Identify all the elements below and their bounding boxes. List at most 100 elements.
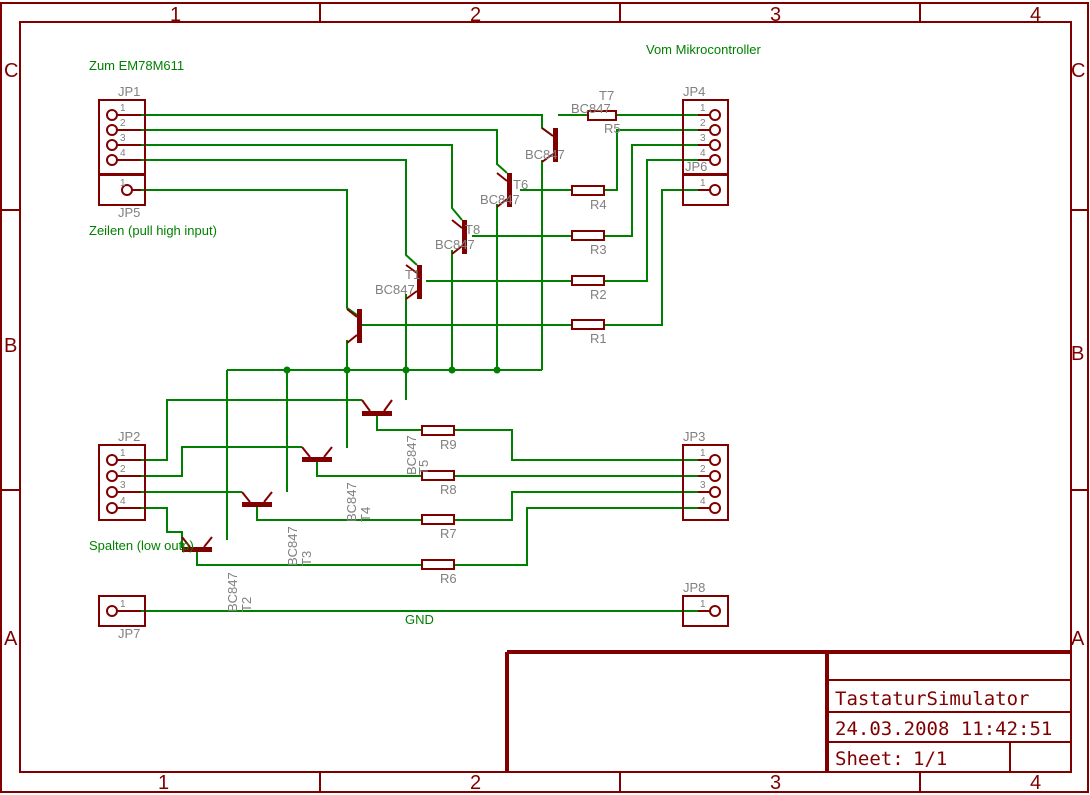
transistor-t4-value: BC847	[344, 482, 359, 522]
jp2-pin-3: 3	[120, 480, 126, 491]
connector-jp2-name: JP2	[118, 429, 140, 444]
connector-jp5	[98, 174, 146, 206]
connector-jp1-name: JP1	[118, 84, 140, 99]
transistor-t5-labels: BC847 T5	[404, 435, 431, 475]
zone-col-3-bottom: 3	[770, 772, 781, 794]
jp1-pin-4: 4	[120, 148, 126, 159]
zone-col-1-bottom: 1	[158, 772, 169, 794]
transistor-t1-symbol	[405, 264, 422, 300]
transistor-t8-name: T8	[465, 222, 480, 237]
zone-col-1-top: 1	[170, 4, 181, 26]
transistor-t3-symbol	[241, 491, 273, 507]
zone-row-b-right: B	[1071, 343, 1084, 365]
jp8-pin-1: 1	[700, 599, 706, 610]
zone-row-a-left: A	[4, 628, 18, 650]
jp5-pin-1: 1	[120, 178, 126, 189]
transistor-t5-symbol	[361, 399, 393, 416]
note-to-chip: Zum EM78M611	[89, 58, 184, 73]
connector-jp7	[98, 595, 146, 627]
transistor-t3-value: BC847	[285, 526, 300, 566]
transistor-t7-symbol	[541, 127, 558, 163]
transistor-t2-value: BC847	[225, 572, 240, 612]
resistor-r4-label: R4	[590, 197, 607, 212]
jp2-pin-4: 4	[120, 496, 126, 507]
zone-col-2-bottom: 2	[470, 772, 481, 794]
jp1-pin-2: 2	[120, 118, 126, 129]
jp7-pin-1: 1	[120, 599, 126, 610]
jp3-pin-3: 3	[700, 480, 706, 491]
transistor-t2-name: T2	[239, 597, 254, 612]
jp3-pin-2: 2	[700, 464, 706, 475]
connector-jp8-name: JP8	[683, 580, 705, 595]
transistor-t2-symbol	[181, 536, 213, 552]
transistor-t4-labels: BC847 T4	[344, 482, 373, 522]
transistor-t7-value: BC847	[571, 101, 611, 116]
connector-jp6-name: JP6	[685, 159, 707, 174]
transistor-t7-value-2: BC847	[525, 147, 565, 162]
connector-jp4-name: JP4	[683, 84, 705, 99]
zone-row-c-right: C	[1071, 60, 1085, 82]
transistor-t8-symbol	[451, 219, 467, 255]
resistor-r2-label: R2	[590, 287, 607, 302]
transistor-t8-value: BC847	[435, 237, 475, 252]
transistor-t5-value: BC847	[404, 435, 419, 475]
junction-dots	[283, 366, 501, 374]
transistor-t7-name: T7	[599, 88, 614, 103]
resistor-r3-label: R3	[590, 242, 607, 257]
note-from-mcu: Vom Mikrocontroller	[646, 42, 762, 57]
transistor-t2-labels: BC847 T2	[225, 572, 254, 612]
transistor-t6-symbol	[496, 172, 512, 208]
title-block-date: 24.03.2008 11:42:51	[835, 718, 1052, 740]
resistor-r1-label: R1	[590, 331, 607, 346]
note-columns: Spalten (low outp)	[89, 538, 194, 553]
resistor-r9-label: R9	[440, 437, 457, 452]
resistor-r8-label: R8	[440, 482, 457, 497]
zone-col-4-bottom: 4	[1030, 772, 1041, 794]
transistor-t3-labels: BC847 T3	[285, 526, 314, 566]
transistor-t6-name: T6	[513, 177, 528, 192]
resistor-r6-label: R6	[440, 571, 457, 586]
zone-col-3-top: 3	[770, 4, 781, 26]
wire-nets	[141, 114, 698, 612]
connector-jp3-name: JP3	[683, 429, 705, 444]
connector-jp5-name: JP5	[118, 205, 140, 220]
title-block-sheet-value: 1/1	[913, 748, 947, 770]
transistor-t4-symbol	[301, 446, 333, 462]
jp6-pin-1: 1	[700, 178, 706, 189]
connector-jp8	[682, 595, 729, 627]
jp4-pin-4: 4	[700, 148, 706, 159]
jp4-pin-3: 3	[700, 133, 706, 144]
transistor-t6-value: BC847	[480, 192, 520, 207]
jp3-pin-1: 1	[700, 448, 706, 459]
zone-row-c-left: C	[4, 60, 18, 82]
jp4-pin-2: 2	[700, 118, 706, 129]
jp1-pin-1: 1	[120, 103, 126, 114]
connector-jp6	[682, 174, 729, 206]
transistor-t1-name: T1	[405, 267, 420, 282]
transistor-t9-symbol	[346, 308, 362, 344]
transistor-t5-name: T5	[416, 460, 431, 475]
resistor-r7-label: R7	[440, 526, 457, 541]
jp1-pin-3: 3	[120, 133, 126, 144]
resistor-r5-label: R5	[604, 121, 621, 136]
title-block-title: TastaturSimulator	[835, 688, 1029, 710]
zone-row-b-left: B	[4, 335, 17, 357]
title-block-sheet-label: Sheet:	[835, 748, 904, 770]
note-rows: Zeilen (pull high input)	[89, 223, 217, 238]
resistor-symbols	[421, 110, 617, 570]
transistor-t4-name: T4	[358, 507, 373, 522]
zone-col-4-top: 4	[1030, 4, 1041, 26]
connector-jp3	[682, 444, 729, 521]
title-block	[505, 650, 1071, 772]
jp2-pin-1: 1	[120, 448, 126, 459]
jp2-pin-2: 2	[120, 464, 126, 475]
transistor-t1-value: BC847	[375, 282, 415, 297]
transistor-t3-name: T3	[299, 551, 314, 566]
connector-jp2	[98, 444, 146, 521]
connector-jp7-name: JP7	[118, 626, 140, 641]
zone-row-a-right: A	[1071, 628, 1085, 650]
zone-col-2-top: 2	[470, 4, 481, 26]
net-gnd-label: GND	[405, 612, 434, 627]
